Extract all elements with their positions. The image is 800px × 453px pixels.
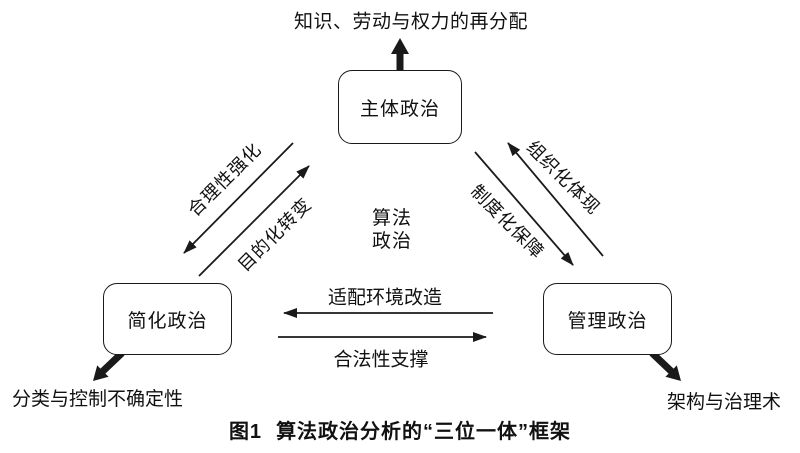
figure-caption-number: 图1 <box>228 421 263 443</box>
center-label: 算法 政治 <box>371 208 413 252</box>
node-management-politics-label: 管理政治 <box>567 310 648 332</box>
node-subject-politics-label: 主体政治 <box>359 98 440 120</box>
arrow-organization-to-top <box>507 142 604 257</box>
node-subject-politics: 主体政治 <box>338 70 462 144</box>
node-simplified-politics-label: 简化政治 <box>127 310 208 332</box>
node-management-politics: 管理政治 <box>543 283 672 355</box>
node-simplified-politics: 简化政治 <box>103 283 232 355</box>
arrow-institution-to-right <box>474 151 574 266</box>
edge-label-adapt: 适配环境改造 <box>327 287 443 309</box>
right-outcome-label: 架构与治理术 <box>667 392 782 413</box>
arrow-rationality-to-left <box>183 142 294 254</box>
figure-caption: 图1 算法政治分析的“三位一体”框架 <box>0 415 800 444</box>
figure-caption-text: 算法政治分析的“三位一体”框架 <box>276 421 572 443</box>
left-outcome-label: 分类与控制不确定性 <box>12 389 184 410</box>
top-outcome-label: 知识、劳动与权力的再分配 <box>293 11 529 33</box>
thick-arrow-down-left-icon <box>93 350 125 381</box>
edge-label-legitimacy: 合法性支撑 <box>333 349 429 371</box>
arrow-purpose-to-top <box>198 165 310 277</box>
thick-arrow-down-right-icon <box>649 350 681 381</box>
thick-arrow-up-icon <box>391 38 409 70</box>
